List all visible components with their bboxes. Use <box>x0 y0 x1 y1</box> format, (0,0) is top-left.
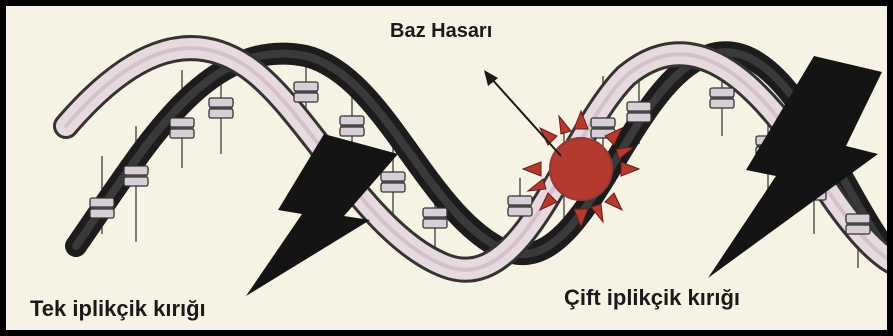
base-damage-star <box>523 111 639 227</box>
dna-helix-illustration <box>6 6 887 330</box>
pointer-arrow <box>484 70 561 156</box>
double-strand-break-label: Çift iplikçik kırığı <box>564 285 740 311</box>
base-damage-label: Baz Hasarı <box>390 20 492 43</box>
dna-damage-figure: Baz Hasarı Tek iplikçik kırığı Çift ipli… <box>6 6 887 330</box>
single-strand-break-label: Tek iplikçik kırığı <box>30 296 206 322</box>
